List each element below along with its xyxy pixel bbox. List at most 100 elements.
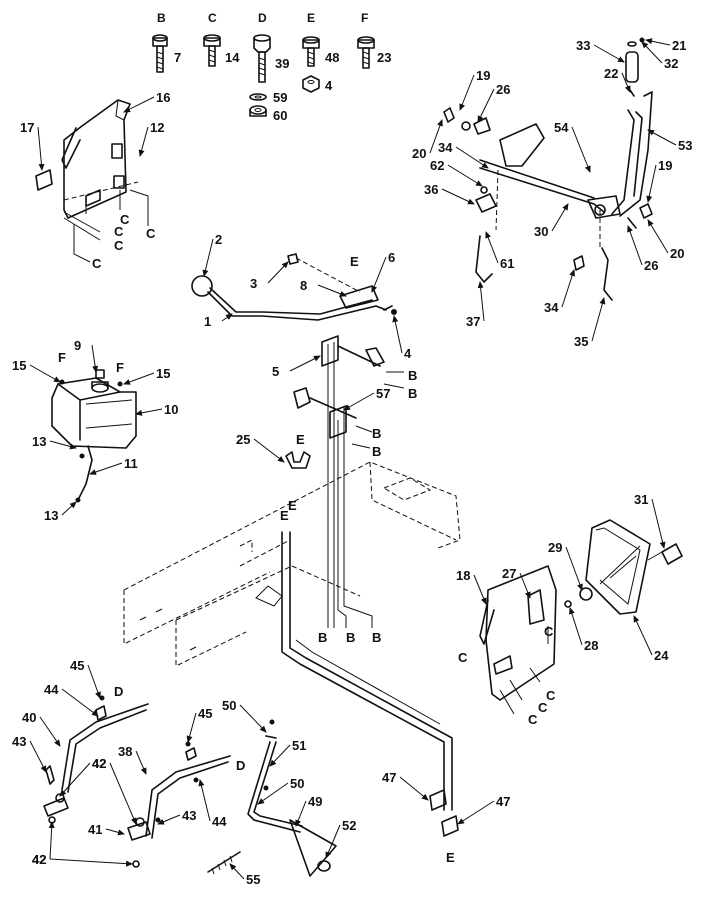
callout-20-1: 20 (412, 146, 426, 161)
leader-lines (29, 38, 677, 880)
leader-45 (87, 664, 101, 699)
leader-26 (627, 225, 643, 266)
callout-8: 8 (300, 278, 307, 293)
callout-6: 6 (388, 250, 395, 265)
num-7: 7 (174, 50, 181, 65)
leader-53 (647, 129, 677, 146)
leader-21 (645, 38, 671, 46)
callout-52: 52 (342, 818, 356, 833)
callout-21: 21 (672, 38, 686, 53)
knob-2-icon (191, 275, 213, 297)
leader-35 (591, 297, 606, 342)
leader-19 (646, 164, 657, 203)
callout-62: 62 (430, 158, 444, 173)
leader-50 (257, 782, 289, 805)
callout-13-1: 13 (32, 434, 46, 449)
callout-15-2: 15 (156, 366, 170, 381)
callout-47-2: 47 (496, 794, 510, 809)
ref-b-6: B (346, 630, 355, 645)
clip-47b-icon (441, 815, 459, 837)
leader-13 (61, 501, 77, 516)
leader-55 (229, 863, 245, 880)
callout-9: 9 (74, 338, 81, 353)
leader-16 (123, 96, 155, 113)
fuel-tank-icon (51, 369, 137, 503)
callout-50-2: 50 (290, 776, 304, 791)
header-b: B (157, 11, 166, 25)
callout-45-2: 45 (198, 706, 212, 721)
leader-2 (202, 238, 214, 277)
header-c: C (208, 11, 217, 25)
callout-47-1: 47 (382, 770, 396, 785)
spring-55-icon (207, 851, 241, 873)
shift-rods-icon (293, 335, 405, 628)
ref-e-2: E (296, 432, 305, 447)
bolt-e-icon (302, 36, 320, 93)
leader-44 (198, 779, 211, 822)
callout-24: 24 (654, 648, 669, 663)
washer-52-icon (317, 860, 331, 872)
ref-b-3: B (372, 426, 381, 441)
leader-27 (519, 572, 531, 599)
callout-30: 30 (534, 224, 548, 239)
leader-1 (221, 313, 233, 322)
cap-vent-icon (95, 369, 105, 379)
callout-42-1: 42 (92, 756, 106, 771)
ref-e-5: E (446, 850, 455, 865)
ref-c-6: C (458, 650, 468, 665)
lift-rod-icon (281, 531, 459, 837)
callout-45-1: 45 (70, 658, 84, 673)
leader-15 (29, 364, 61, 383)
num-59: 59 (273, 90, 287, 105)
ref-c-9: C (538, 700, 548, 715)
callout-37: 37 (466, 314, 480, 329)
plate-17-icon (35, 169, 53, 191)
bolt-31-icon (661, 543, 683, 565)
callout-13-2: 13 (44, 508, 58, 523)
leader-43 (29, 740, 47, 773)
callout-4: 4 (404, 346, 412, 361)
leader-51 (269, 744, 291, 767)
leader-34 (561, 269, 576, 308)
leader-47 (457, 800, 495, 825)
callout-19-1: 19 (476, 68, 490, 83)
tractor-frame-icon (123, 461, 461, 667)
leader-33 (593, 44, 625, 63)
ref-c-3: C (114, 238, 124, 253)
leader-47 (399, 776, 429, 801)
leader-41 (105, 828, 125, 836)
callout-22: 22 (604, 66, 618, 81)
ref-c-5: C (92, 256, 102, 271)
bolt-d-icon (249, 34, 271, 117)
bracket-54-icon (499, 123, 545, 167)
ref-e-3: E (280, 508, 289, 523)
leader-24 (633, 615, 653, 656)
leader-4 (392, 315, 403, 354)
bolt-c-icon (203, 34, 221, 67)
leader-19 (459, 74, 475, 111)
callout-50-1: 50 (222, 698, 236, 713)
clip-25-icon (285, 451, 311, 469)
fuel-line-icon (77, 445, 93, 501)
num-14: 14 (225, 50, 240, 65)
ref-b-4: B (372, 444, 381, 459)
leader-38 (135, 750, 147, 775)
leader-31 (651, 498, 666, 549)
bracket-16-icon (35, 99, 149, 263)
callout-42-3: 42 (32, 852, 46, 867)
leader-44 (61, 688, 99, 717)
leader-62 (447, 164, 483, 187)
leader-13 (49, 440, 77, 450)
callout-11: 11 (124, 456, 138, 471)
callout-61: 61 (500, 256, 514, 271)
ref-f-2: F (116, 360, 124, 375)
num-23: 23 (377, 50, 391, 65)
ref-c-2: C (114, 224, 124, 239)
callout-15-1: 15 (12, 358, 26, 373)
callout-34-1: 34 (438, 140, 453, 155)
callout-35: 35 (574, 334, 588, 349)
leader-20 (429, 119, 443, 154)
leader-10 (135, 408, 163, 416)
bolt-f-icon (357, 36, 375, 69)
leader-42 (48, 821, 55, 860)
